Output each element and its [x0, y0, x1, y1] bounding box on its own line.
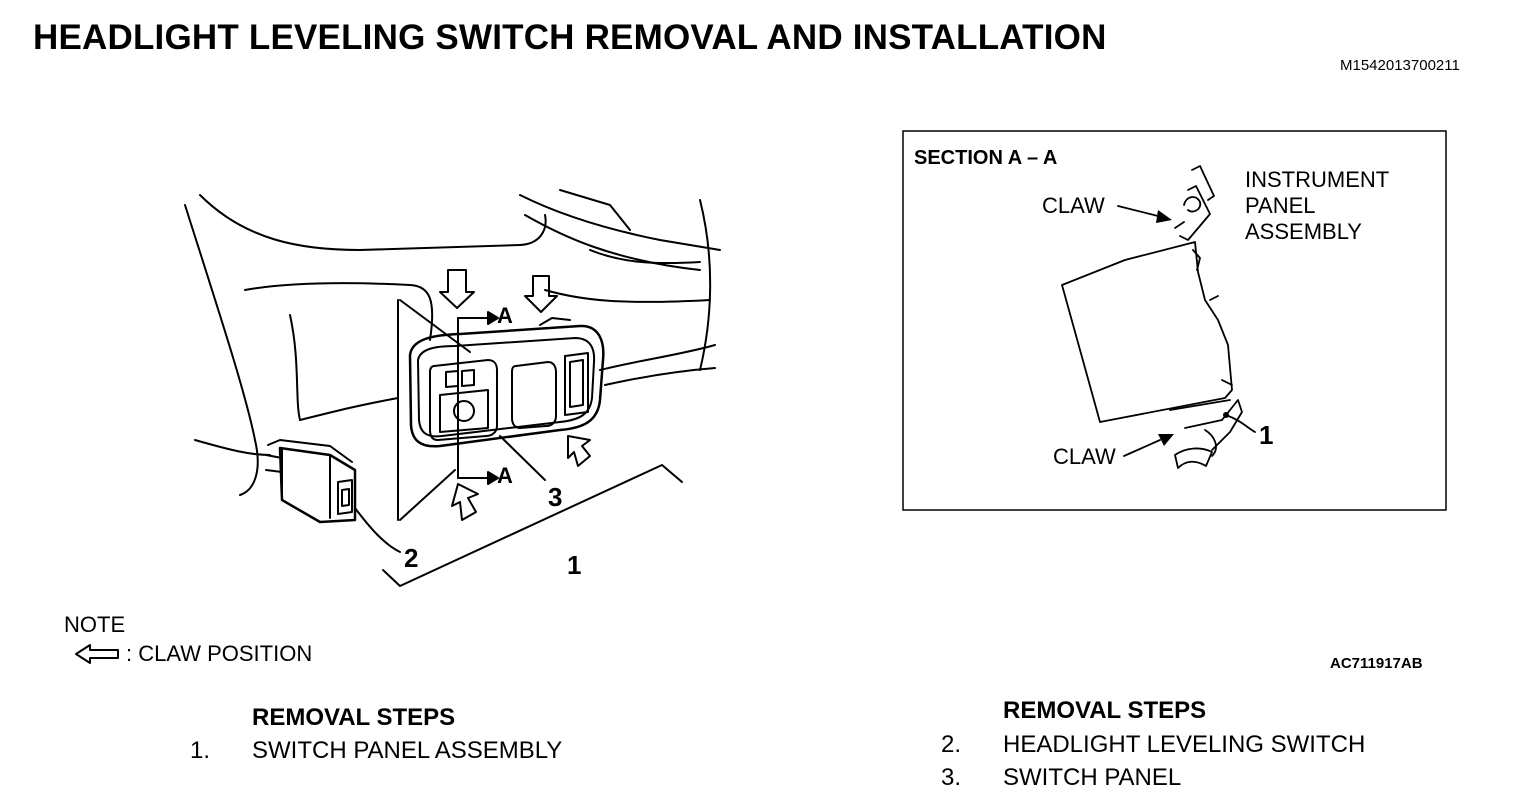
callout-3: 3	[548, 482, 563, 512]
step-text: HEADLIGHT LEVELING SWITCH	[1003, 731, 1366, 758]
callout-1: 1	[567, 550, 582, 580]
section-title: SECTION A – A	[914, 147, 1058, 169]
removal-steps-heading-left: REMOVAL STEPS	[252, 704, 456, 731]
note-heading: NOTE	[64, 612, 126, 637]
hollow-left-arrow-icon	[75, 644, 119, 664]
claw-top-label: CLAW	[1042, 193, 1105, 218]
instrument-panel-label-1: INSTRUMENT	[1245, 167, 1390, 192]
callout-2: 2	[404, 543, 419, 573]
instrument-panel-label-2: PANEL	[1245, 193, 1316, 218]
step-number: 3.	[941, 764, 962, 791]
note-legend-text: : CLAW POSITION	[126, 641, 313, 666]
section-callout-1: 1	[1259, 420, 1274, 450]
note-legend: : CLAW POSITION	[74, 641, 312, 667]
page-title: HEADLIGHT LEVELING SWITCH REMOVAL AND IN…	[33, 18, 1107, 57]
step-number: 1.	[190, 737, 211, 764]
section-a-bottom-label: A	[497, 463, 513, 488]
section-a-top-label: A	[497, 303, 513, 328]
step-number: 2.	[941, 731, 962, 758]
step-text: SWITCH PANEL ASSEMBLY	[252, 737, 563, 764]
document-id: M1542013700211	[1340, 57, 1460, 74]
step-text: SWITCH PANEL	[1003, 764, 1182, 791]
claw-bottom-label: CLAW	[1053, 444, 1116, 469]
figure-id: AC711917AB	[1330, 655, 1423, 672]
removal-steps-heading-right: REMOVAL STEPS	[1003, 697, 1207, 724]
instrument-panel-label-3: ASSEMBLY	[1245, 219, 1362, 244]
